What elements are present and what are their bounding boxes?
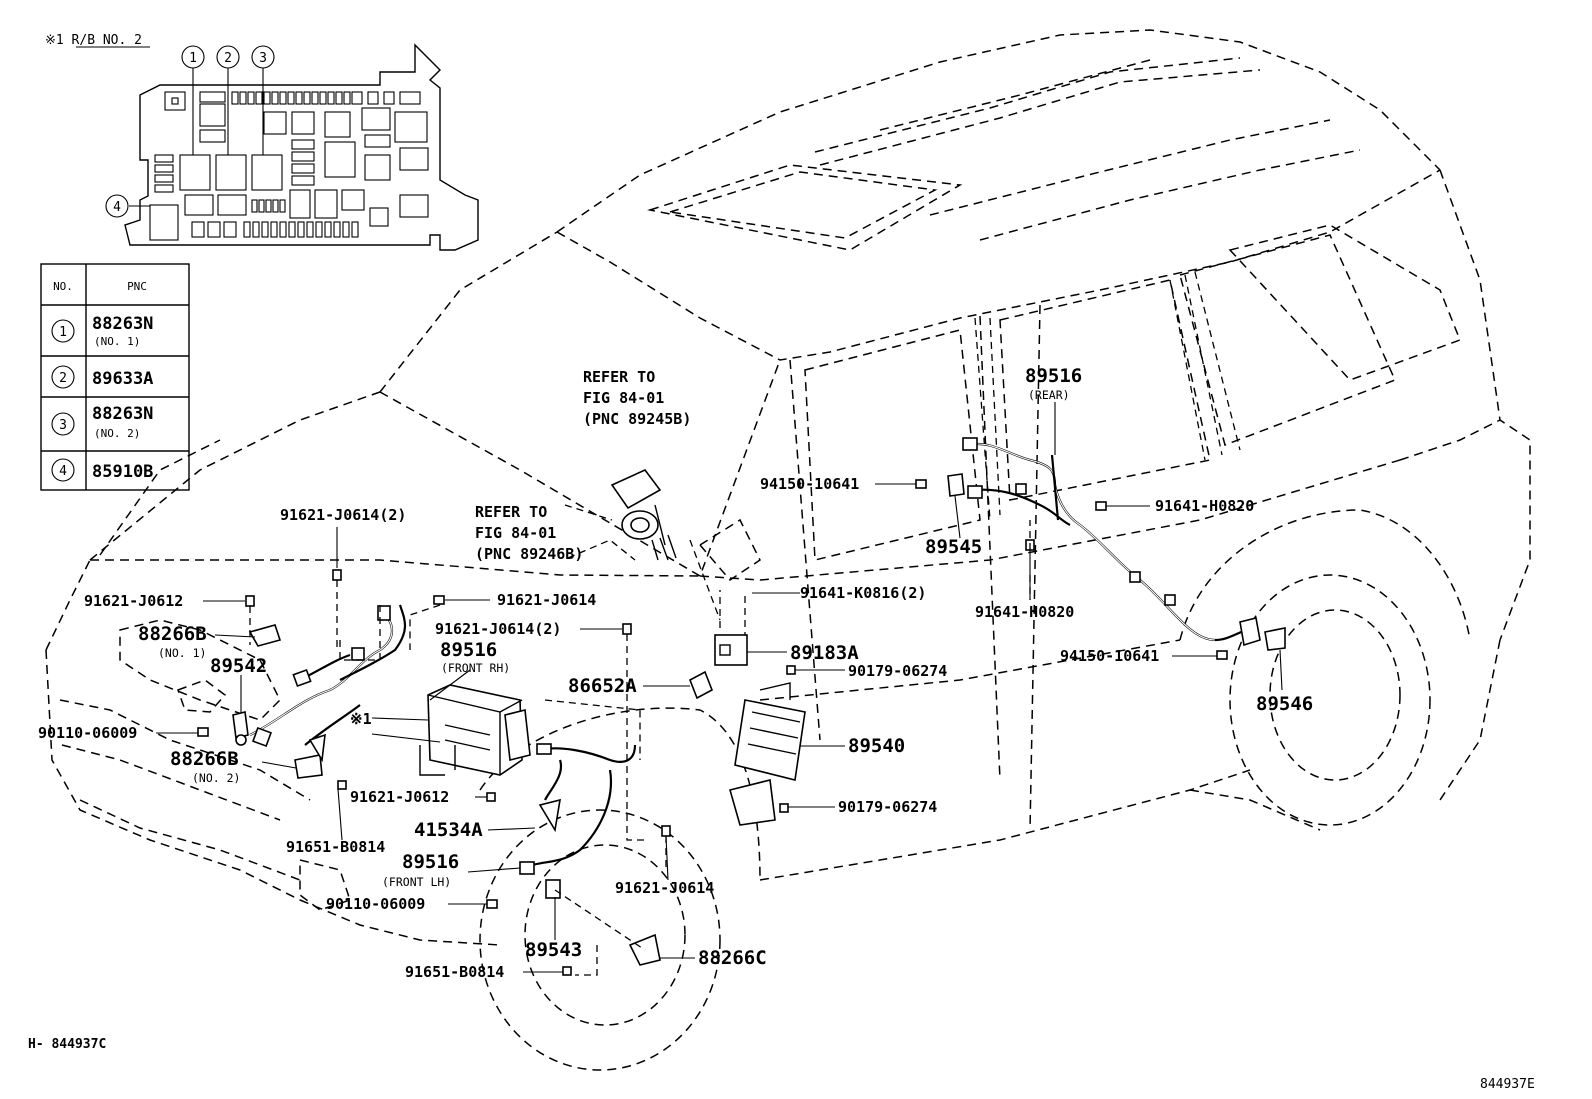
table-header-pnc: PNC — [127, 280, 147, 293]
table-row-3-no: 3 — [59, 418, 67, 433]
table-row-3-pnc: 88263N — [92, 404, 153, 424]
label-94150-10641a: 94150-10641 — [760, 475, 859, 493]
footer-right-code: 844937E — [1480, 1077, 1535, 1092]
table-row-4-pnc: 85910B — [92, 462, 153, 482]
label-88266b-2: 88266B — [170, 748, 239, 770]
table-row-1-note: (NO. 1) — [94, 335, 140, 348]
label-88266b-1-sub: (NO. 1) — [158, 646, 206, 660]
label-91621-j0614-2a: 91621-J0614(2) — [280, 506, 406, 524]
label-89540: 89540 — [848, 735, 905, 757]
label-91651-b0814a: 91651-B0814 — [286, 838, 385, 856]
label-88266c: 88266C — [698, 947, 767, 969]
relay-block-diagram: 1 2 3 4 ※1 R/B NO. 2 — [45, 33, 479, 251]
table-row-1-pnc: 88263N — [92, 314, 153, 334]
label-86652a: 86652A — [568, 675, 637, 697]
label-89545: 89545 — [925, 536, 982, 558]
label-90179-06274a: 90179-06274 — [848, 662, 947, 680]
label-91621-j0614-2b: 91621-J0614(2) — [435, 620, 561, 638]
label-88266b-1: 88266B — [138, 623, 207, 645]
footer-left-code: H- 844937C — [28, 1037, 106, 1052]
circle-2-label: 2 — [224, 51, 232, 66]
rear-harness — [915, 437, 1286, 660]
label-91641-k0816-2: 91641-K0816(2) — [800, 584, 926, 602]
label-91641-h0820a: 91641-H0820 — [1155, 497, 1254, 515]
label-89516-front-rh: 89516 — [440, 639, 497, 661]
label-94150-10641b: 94150-10641 — [1060, 647, 1159, 665]
refer-notes: REFER TO FIG 84-01 (PNC 89245B) REFER TO… — [475, 368, 691, 563]
label-91621-j0614b: 91621-J0614 — [615, 879, 714, 897]
label-91641-h0820b: 91641-H0820 — [975, 603, 1074, 621]
table-row-4-no: 4 — [59, 464, 67, 479]
rb-note: ※1 R/B NO. 2 — [45, 33, 142, 48]
label-91621-j0612a: 91621-J0612 — [84, 592, 183, 610]
label-90110-06009a: 90110-06009 — [38, 724, 137, 742]
label-91621-j0612b: 91621-J0612 — [350, 788, 449, 806]
label-note1: ※1 — [350, 710, 372, 728]
label-41534a: 41534A — [414, 819, 483, 841]
label-91651-b0814b: 91651-B0814 — [405, 963, 504, 981]
refer-2-line3: (PNC 89246B) — [475, 545, 583, 563]
vehicle-outline — [45, 29, 1531, 1071]
table-row-2-no: 2 — [59, 371, 67, 386]
refer-1-line3: (PNC 89245B) — [583, 410, 691, 428]
label-89543: 89543 — [525, 939, 582, 961]
circle-1-label: 1 — [189, 51, 197, 66]
pnc-table: NO. PNC 1 88263N (NO. 1) 2 89633A 3 8826… — [40, 263, 190, 491]
leader-lines — [156, 402, 1283, 973]
label-89546: 89546 — [1256, 693, 1313, 715]
refer-2-line2: FIG 84-01 — [475, 524, 556, 542]
label-89183a: 89183A — [790, 642, 859, 664]
label-90110-06009b: 90110-06009 — [326, 895, 425, 913]
refer-2-line1: REFER TO — [475, 503, 547, 521]
refer-1-line1: REFER TO — [583, 368, 655, 386]
front-harness — [197, 469, 806, 976]
label-89516-rear-sub: (REAR) — [1028, 388, 1070, 402]
table-row-2-pnc: 89633A — [92, 369, 153, 389]
label-89542: 89542 — [210, 655, 267, 677]
label-90179-06274b: 90179-06274 — [838, 798, 937, 816]
label-89516-front-lh-sub: (FRONT LH) — [382, 875, 451, 889]
table-row-3-note: (NO. 2) — [94, 427, 140, 440]
part-labels: 91621-J0614(2) 91621-J0612 88266B (NO. 1… — [38, 365, 1313, 981]
label-89516-front-rh-sub: (FRONT RH) — [441, 661, 510, 675]
label-88266b-2-sub: (NO. 2) — [192, 771, 240, 785]
refer-1-line2: FIG 84-01 — [583, 389, 664, 407]
table-header-no: NO. — [53, 280, 73, 293]
circle-4-label: 4 — [113, 200, 121, 215]
table-row-1-no: 1 — [59, 325, 67, 340]
label-89516-rear: 89516 — [1025, 365, 1082, 387]
footer: H- 844937C 844937E — [28, 1037, 1535, 1092]
label-89516-front-lh: 89516 — [402, 851, 459, 873]
circle-3-label: 3 — [259, 51, 267, 66]
label-91621-j0614a: 91621-J0614 — [497, 591, 596, 609]
